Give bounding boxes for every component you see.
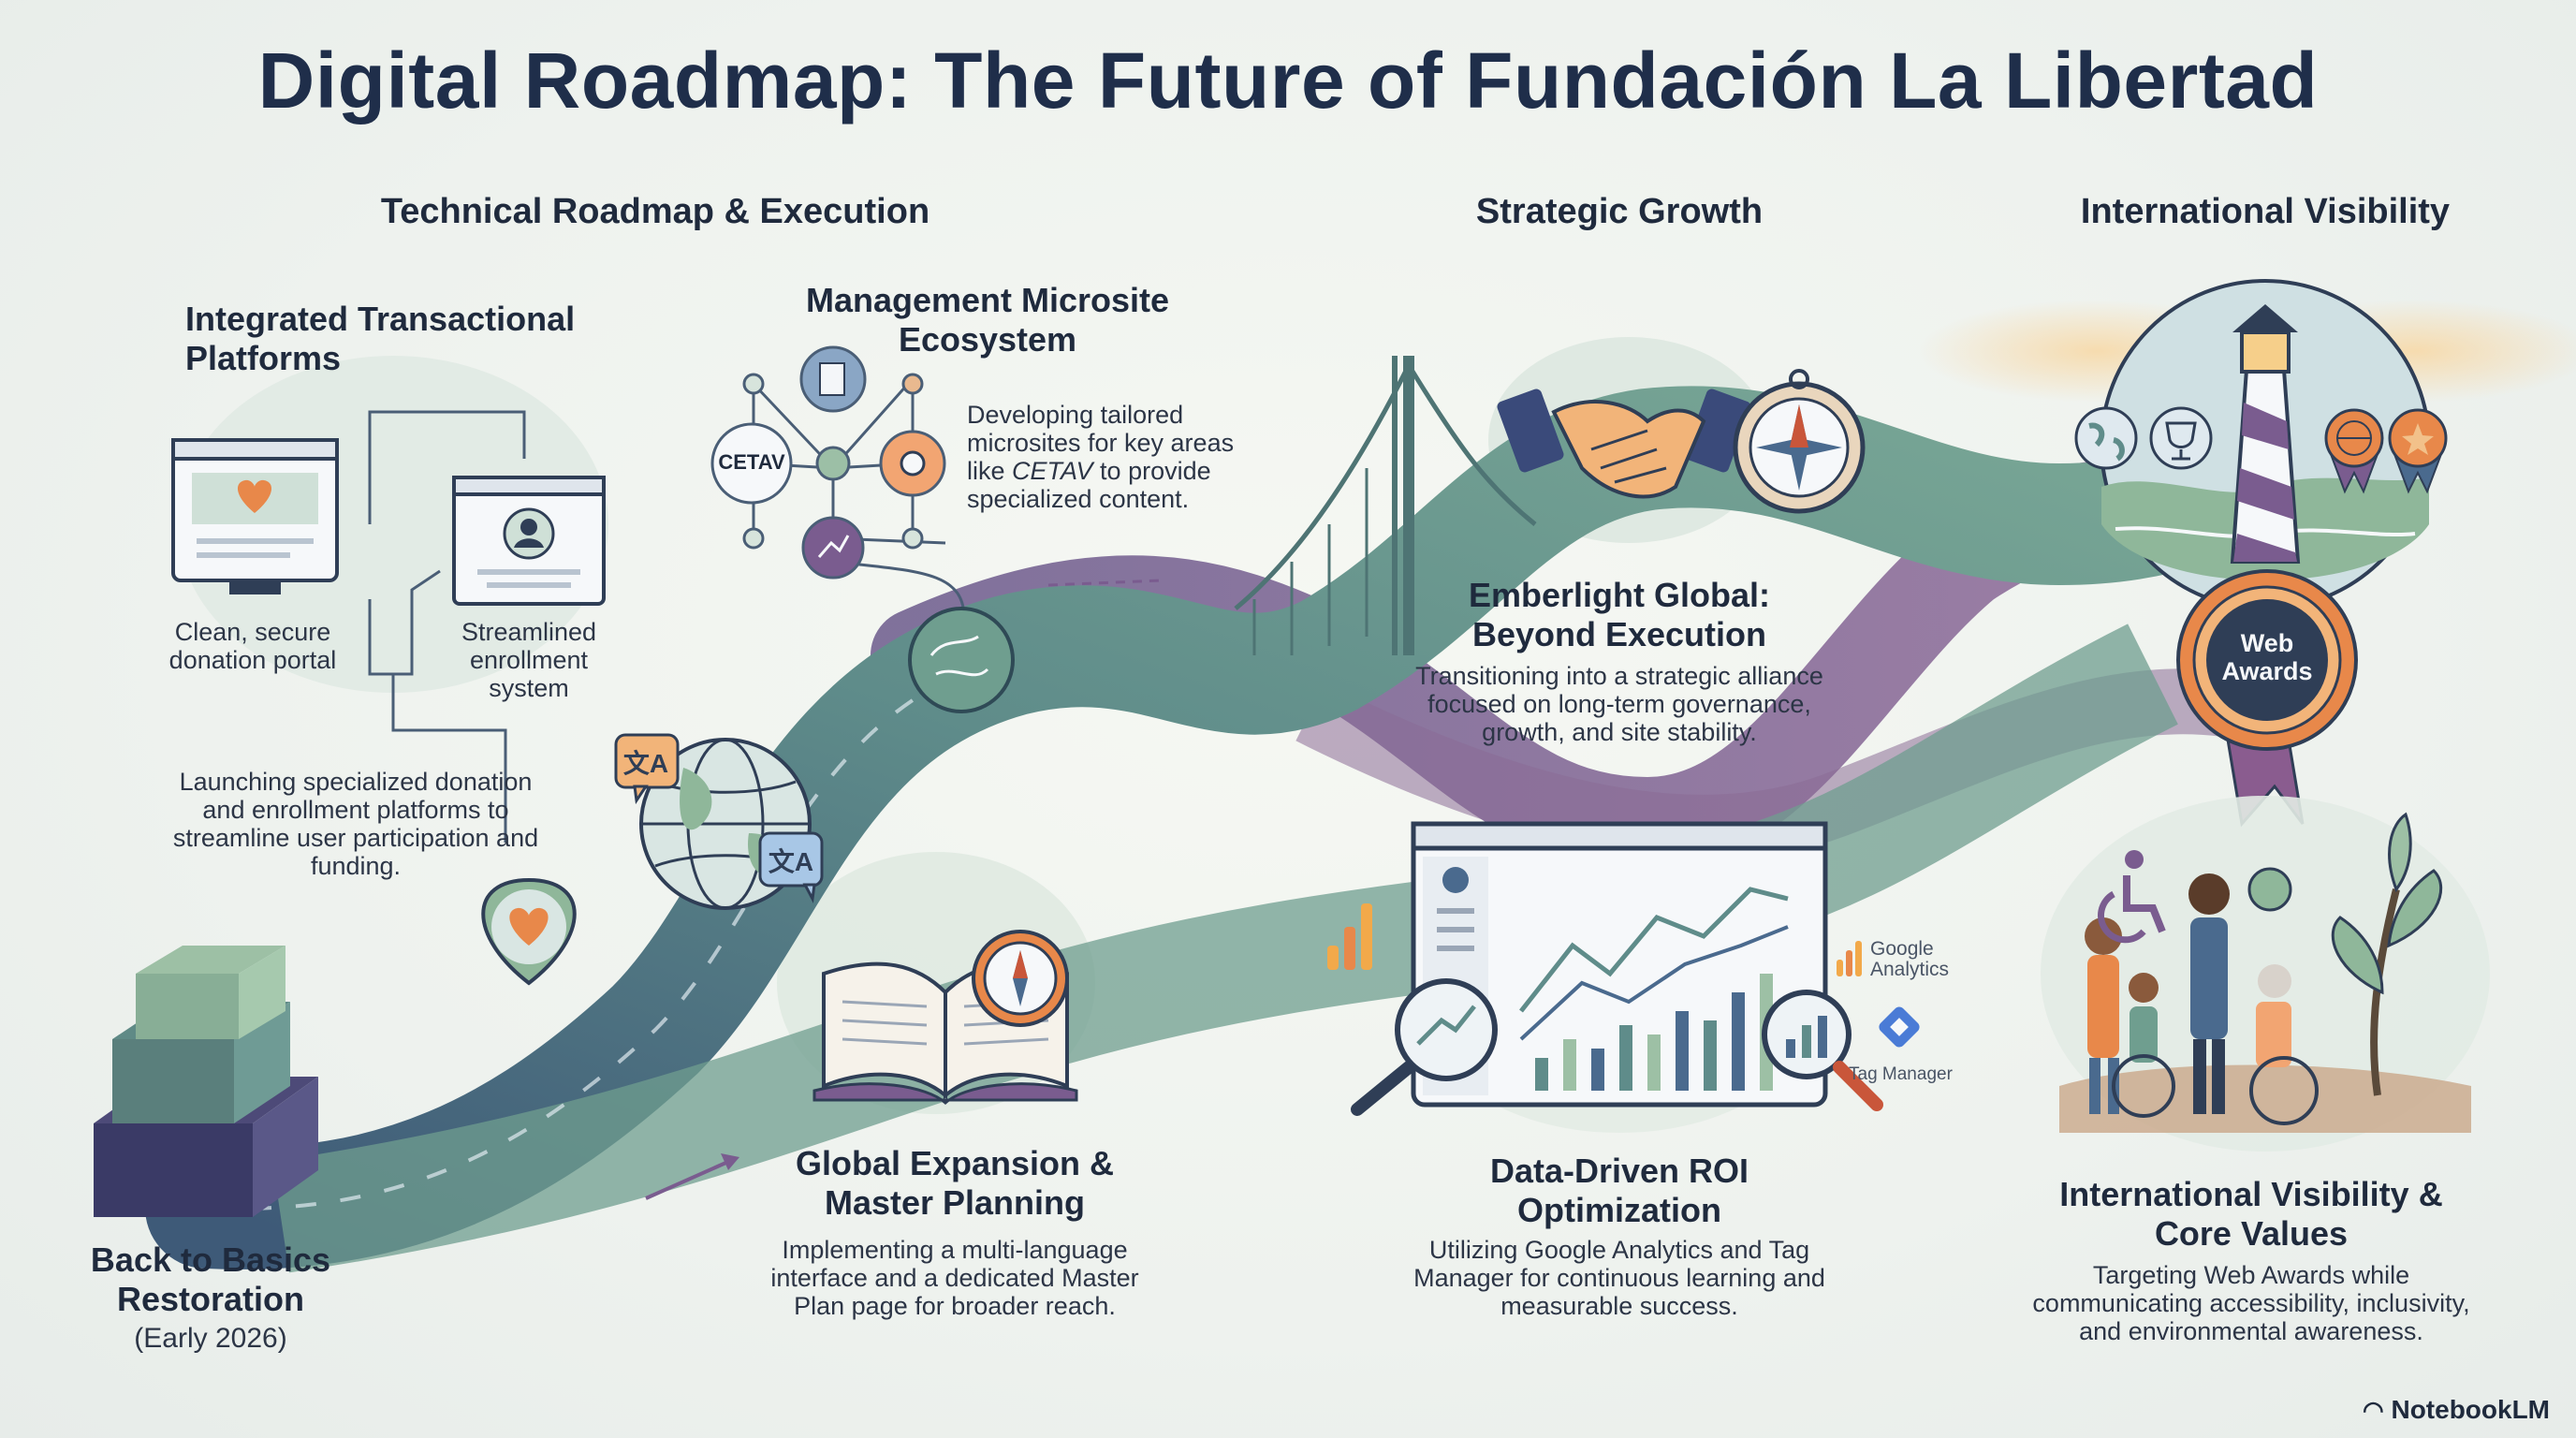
microsite-node-hub [815,446,851,481]
network-globe-node [908,607,1015,713]
microsite-node-chart [801,516,865,580]
heart-pin-icon [481,877,577,986]
magnifier-bars-icon [1762,990,1883,1111]
basics-date: (Early 2026) [134,1323,287,1354]
translate-icon-right: 文A [758,831,824,903]
tag-manager-label: Tag Manager [1849,1064,1953,1084]
section-international-visibility: International Visibility [2080,192,2451,231]
emberlight-heading: Emberlight Global: Beyond Execution [1468,576,1770,653]
donation-portal-caption: Clean, secure donation portal [168,618,337,674]
arrow-upper [1047,579,1162,587]
wheelchair-symbol-icon [2098,850,2166,944]
microsite-heading: Management Microsite Ecosystem [805,281,1170,359]
microsite-node-cetav [710,422,793,505]
visibility-description: Targeting Web Awards while communicating… [2032,1261,2470,1345]
ga-label-line2: Analytics [1870,959,1950,980]
global-description: Implementing a multi-language interface … [770,1236,1139,1320]
svg-text:文A: 文A [623,748,668,778]
badge-line-1: Web [2240,629,2294,657]
page-title: Digital Roadmap: The Future of Fundación… [257,37,2319,125]
section-strategic-growth: Strategic Growth [1475,192,1764,231]
translate-icon-left: 文A [614,733,680,805]
inclusive-people-illustration [2059,812,2471,1133]
compass-icon-strategy [1733,369,1866,514]
ga-label-line1: Google [1870,938,1934,960]
microsite-description-cetav: CETAV [1012,457,1093,485]
enrollment-system-caption: Streamlined enrollment system [461,618,597,702]
emberlight-description: Transitioning into a strategic alliance … [1415,662,1823,746]
web-awards-badge-icon [2176,569,2358,828]
global-heading: Global Expansion & Master Planning [795,1144,1115,1222]
lighthouse-icon [2100,279,2431,610]
arrow-lower [645,1159,731,1200]
magnifier-trend-icon [1351,978,1498,1116]
badge-line-2: Awards [2221,657,2313,685]
microsite-description-text: Developing tailored microsites for key a… [967,401,1235,485]
microsite-description: Developing tailored microsites for key a… [967,401,1248,513]
svg-text:文A: 文A [768,846,813,876]
microsite-network [752,382,966,619]
basics-heading: Back to Basics Restoration [90,1240,331,1318]
compass-icon-book [972,930,1069,1027]
cetav-node-label: CETAV [718,450,785,474]
trophy-badge-icon [2149,406,2213,470]
visibility-heading: International Visibility & Core Values [2059,1175,2443,1253]
microsite-description-end: to provide specialized content. [967,457,1211,513]
road-dashes [205,653,1012,1211]
roi-description: Utilizing Google Analytics and Tag Manag… [1413,1236,1825,1320]
platform-connectors [368,410,526,843]
platforms-heading: Integrated Transactional Platforms [185,300,576,377]
road-lower [272,624,2178,1273]
globe-badge-icon [2074,406,2138,470]
analytics-bars-icon-left [1327,903,1372,970]
globe-medal-icon [2324,408,2384,494]
notebooklm-brand: ◠ NotebookLM [2363,1395,2550,1425]
enrollment-system-window [452,476,606,606]
google-analytics-icon [1837,941,1862,976]
roi-heading: Data-Driven ROI Optimization [1489,1152,1749,1229]
suspension-bridge [1234,356,1537,655]
notebooklm-icon: ◠ [2363,1396,2384,1424]
section-technical-roadmap: Technical Roadmap & Execution [380,192,930,231]
stacked-blocks-icon [94,946,318,1217]
star-medal-icon [2388,408,2448,494]
notebooklm-label: NotebookLM [2391,1395,2550,1424]
platforms-description: Launching specialized donation and enrol… [172,768,539,880]
tag-manager-icon [1879,1006,1920,1048]
donation-portal-window [171,438,339,594]
